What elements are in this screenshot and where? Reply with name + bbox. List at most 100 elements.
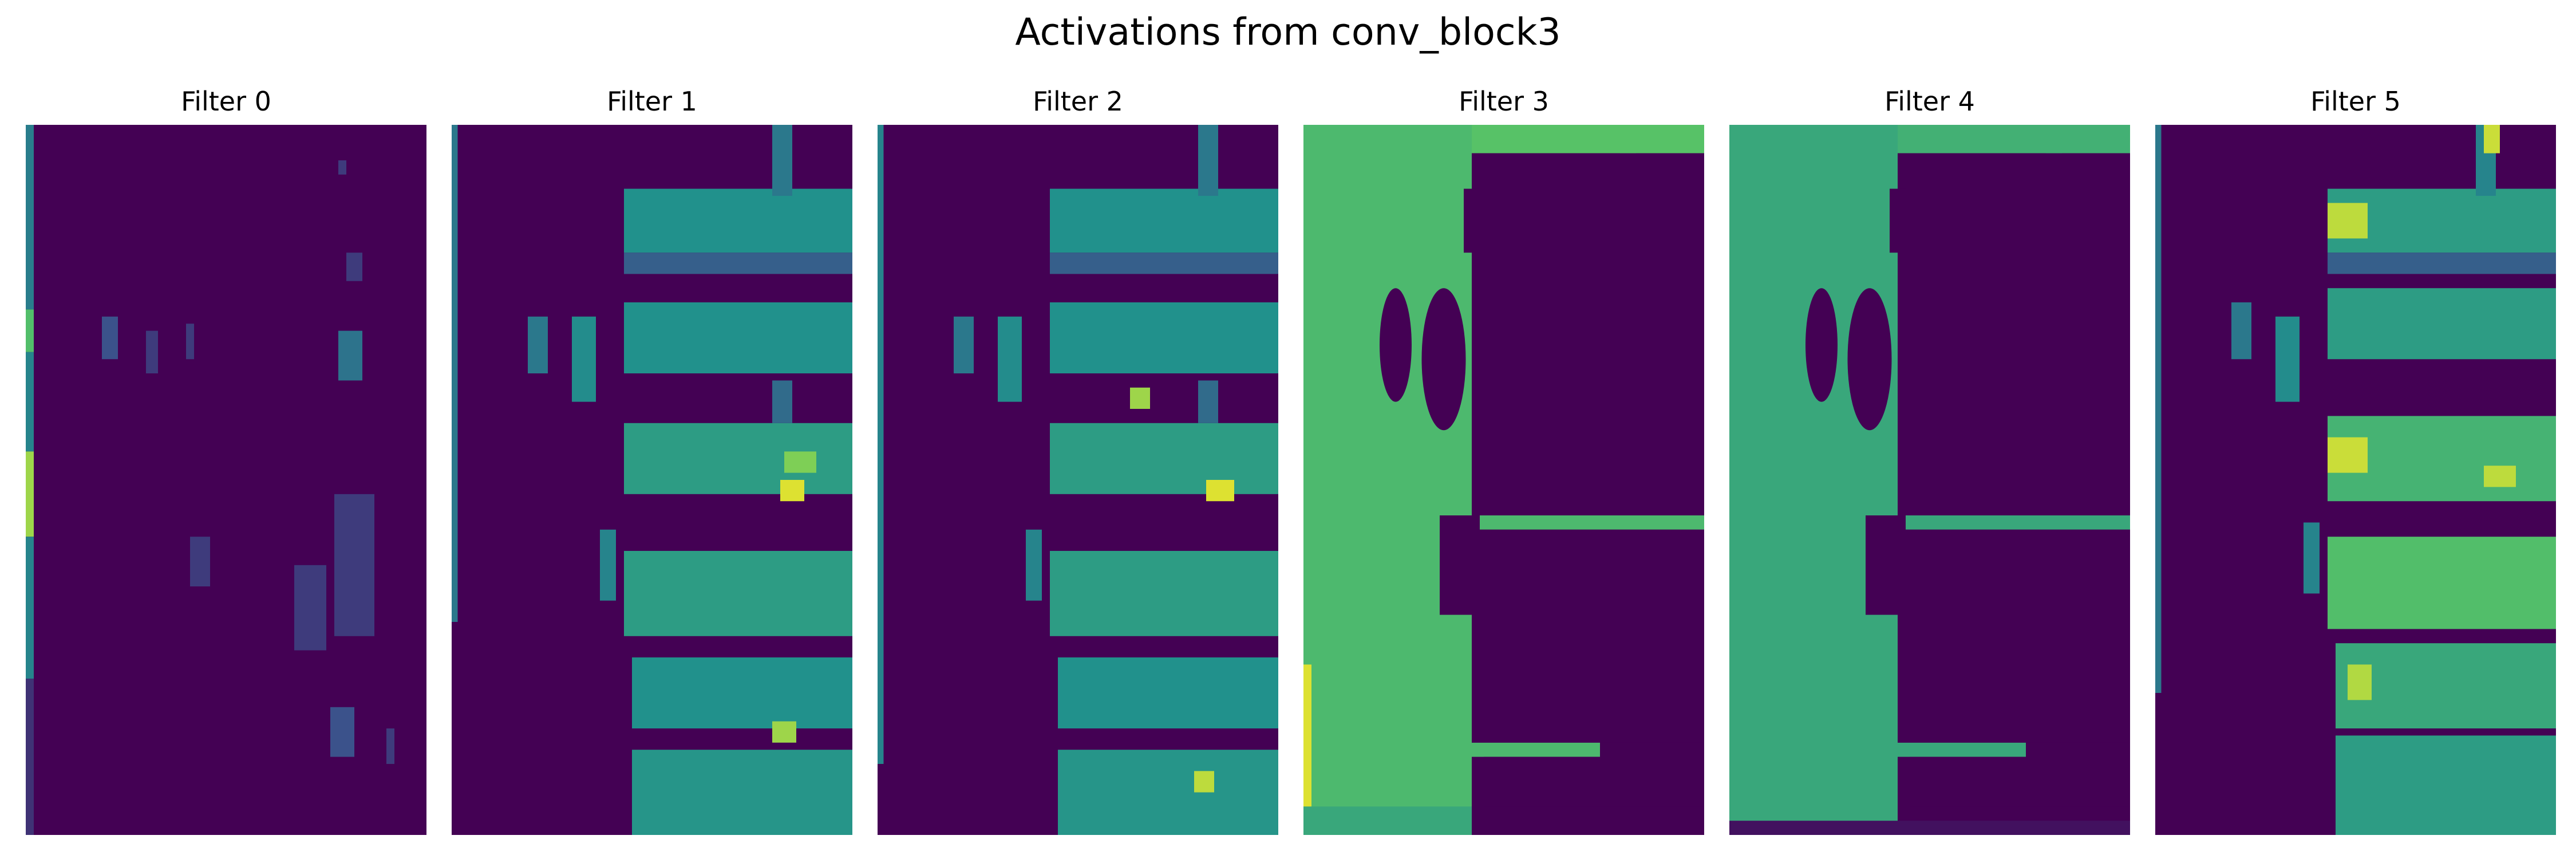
inactive-cell bbox=[1890, 188, 1906, 253]
activation-cell bbox=[26, 125, 34, 310]
activation-cell bbox=[624, 188, 852, 253]
activation-cell bbox=[1026, 529, 1042, 601]
heatmap-image bbox=[2155, 125, 2556, 835]
activation-cell bbox=[772, 721, 796, 743]
heatmap-panel: Filter 5 bbox=[2155, 86, 2556, 835]
activation-cell bbox=[26, 451, 34, 537]
figure-title: Activations from conv_block3 bbox=[1015, 11, 1560, 54]
activation-cell bbox=[1050, 551, 1278, 636]
heatmap-panel: Filter 4 bbox=[1729, 86, 2130, 835]
activation-cell bbox=[346, 253, 362, 281]
activation-cell bbox=[102, 316, 118, 360]
panel-title: Filter 2 bbox=[1033, 86, 1123, 117]
activation-cell bbox=[1303, 125, 1472, 835]
heatmap-image bbox=[1303, 125, 1704, 835]
activation-cell bbox=[386, 728, 394, 764]
inactive-cell bbox=[1484, 756, 1704, 807]
panel-title: Filter 3 bbox=[1459, 86, 1549, 117]
activation-cell bbox=[2328, 288, 2556, 360]
activation-cell bbox=[1898, 515, 2130, 530]
activation-cell bbox=[528, 316, 548, 373]
activation-cell bbox=[2328, 203, 2368, 239]
activation-cell bbox=[1898, 125, 2130, 153]
inactive-blob bbox=[1421, 288, 1466, 431]
activation-cell bbox=[772, 380, 792, 423]
activation-cell bbox=[784, 451, 816, 473]
activation-cell bbox=[186, 324, 194, 360]
activation-cell bbox=[334, 494, 374, 636]
activation-cell bbox=[2304, 522, 2320, 594]
activation-cell bbox=[998, 316, 1022, 402]
heatmap-panel: Filter 1 bbox=[452, 86, 852, 835]
activation-cell bbox=[632, 657, 852, 728]
activation-cell bbox=[878, 125, 884, 764]
inactive-cell bbox=[1440, 515, 1480, 615]
activation-cell bbox=[338, 160, 346, 175]
activation-cell bbox=[2231, 302, 2251, 360]
activation-cell bbox=[624, 302, 852, 373]
activation-cell bbox=[190, 537, 210, 586]
activation-cell bbox=[2336, 643, 2556, 728]
activation-cell bbox=[2155, 125, 2162, 693]
inactive-cell bbox=[1464, 188, 1480, 253]
activation-cell bbox=[1472, 125, 1704, 153]
panel-title: Filter 4 bbox=[1884, 86, 1975, 117]
inactive-cell bbox=[1472, 153, 1704, 516]
activation-cell bbox=[624, 423, 852, 494]
activation-cell bbox=[2328, 437, 2368, 473]
activation-cell bbox=[26, 537, 34, 679]
panel-title: Filter 0 bbox=[181, 86, 271, 117]
heatmap-panel: Filter 3 bbox=[1303, 86, 1704, 835]
activation-cell bbox=[2348, 664, 2372, 700]
activation-cell bbox=[1898, 821, 2130, 835]
activation-cell bbox=[294, 565, 326, 651]
activation-cell bbox=[146, 330, 158, 373]
activation-cell bbox=[1198, 380, 1218, 423]
activation-cell bbox=[2275, 316, 2300, 402]
activation-cell bbox=[954, 316, 974, 373]
activation-cell bbox=[2484, 125, 2500, 153]
activation-cell bbox=[1898, 742, 2026, 757]
activation-cell bbox=[1058, 657, 1278, 728]
activation-cell bbox=[1198, 125, 1218, 196]
panel-title: Filter 1 bbox=[607, 86, 697, 117]
heatmap-panel: Filter 0 bbox=[26, 86, 426, 835]
activation-cell bbox=[572, 316, 596, 402]
heatmap-image bbox=[26, 125, 426, 835]
activation-cell bbox=[26, 352, 34, 452]
activation-cell bbox=[1050, 253, 1278, 274]
activation-cell bbox=[1303, 664, 1311, 807]
activation-cell bbox=[780, 480, 804, 502]
inactive-cell bbox=[1898, 529, 2130, 743]
activation-cell bbox=[26, 309, 34, 352]
heatmap-background bbox=[26, 125, 426, 835]
inactive-blob bbox=[1847, 288, 1892, 431]
activation-cell bbox=[1472, 515, 1704, 530]
activation-cell bbox=[1050, 302, 1278, 373]
activation-cell bbox=[2328, 537, 2556, 629]
activation-cell bbox=[1472, 742, 1600, 757]
activation-cell bbox=[1729, 821, 1898, 835]
inactive-cell bbox=[1898, 153, 2130, 516]
activation-cell bbox=[1729, 125, 1898, 835]
inactive-blob bbox=[1805, 288, 1838, 402]
inactive-cell bbox=[1910, 756, 2130, 807]
filter-panels: Filter 0 Filter 1 Filter 2 Filter 3 Filter 4… bbox=[26, 86, 2556, 835]
heatmap-panel: Filter 2 bbox=[878, 86, 1278, 835]
activation-cell bbox=[1050, 423, 1278, 494]
activation-cell bbox=[1050, 188, 1278, 253]
panel-title: Filter 5 bbox=[2310, 86, 2401, 117]
activation-cell bbox=[2336, 735, 2556, 835]
activation-cell bbox=[452, 125, 458, 622]
activation-cell bbox=[338, 330, 362, 381]
heatmap-image bbox=[452, 125, 852, 835]
inactive-blob bbox=[1380, 288, 1412, 402]
activation-cell bbox=[600, 529, 616, 601]
inactive-cell bbox=[1472, 529, 1704, 743]
activation-cell bbox=[1303, 806, 1472, 835]
heatmap-image bbox=[878, 125, 1278, 835]
activation-cell bbox=[1206, 480, 1234, 502]
activation-cell bbox=[2484, 466, 2516, 487]
activation-cell bbox=[1058, 750, 1278, 835]
